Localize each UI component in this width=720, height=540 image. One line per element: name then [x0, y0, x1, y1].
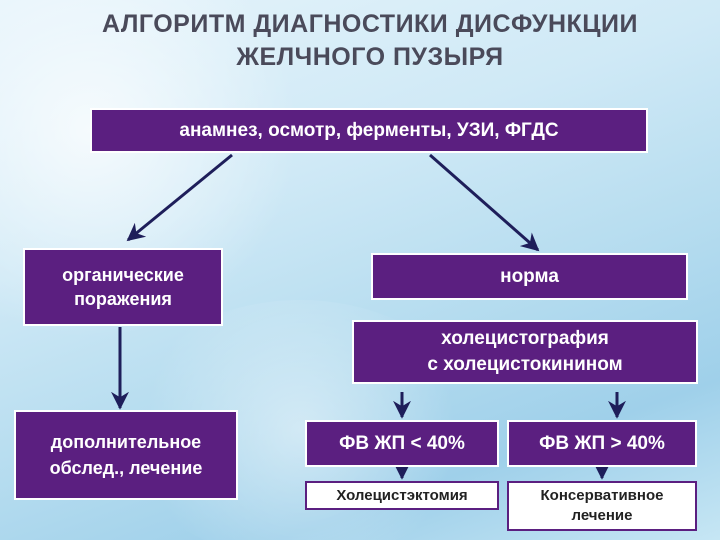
node-cholecystography: холецистография с холецистокинином [352, 320, 698, 384]
node-chole-label-2: с холецистокинином [427, 354, 623, 375]
page-title: АЛГОРИТМ ДИАГНОСТИКИ ДИСФУНКЦИИ ЖЕЛЧНОГО… [40, 8, 700, 74]
node-fv-high: ФВ ЖП > 40% [507, 420, 697, 467]
title-line-1: АЛГОРИТМ ДИАГНОСТИКИ ДИСФУНКЦИИ [101, 10, 638, 38]
node-conservative-treatment: Консервативное лечение [507, 481, 697, 531]
node-fv-low-label: ФВ ЖП < 40% [339, 432, 465, 454]
title-line-2: ЖЕЛЧНОГО ПУЗЫРЯ [236, 43, 504, 71]
node-conservative-label-1: Консервативное [540, 487, 664, 504]
arrow-top-to-organic [126, 153, 233, 242]
node-fv-high-label: ФВ ЖП > 40% [539, 432, 665, 454]
node-cholecystectomy: Холецистэктомия [305, 481, 499, 510]
node-organic-lesions: органические поражения [23, 248, 223, 326]
node-additional-label-2: обслед., лечение [49, 458, 203, 478]
node-conservative-label-2: лечение [571, 507, 633, 524]
node-norm: норма [371, 253, 688, 300]
node-chole-label-1: холецистография [441, 328, 609, 349]
node-cholecystectomy-label: Холецистэктомия [336, 487, 468, 504]
node-history-exam: анамнез, осмотр, ферменты, УЗИ, ФГДС [90, 108, 648, 153]
node-fv-low: ФВ ЖП < 40% [305, 420, 499, 467]
node-organic-label-1: органические [62, 265, 184, 285]
node-history-exam-label: анамнез, осмотр, ферменты, УЗИ, ФГДС [179, 119, 559, 141]
node-norm-label: норма [500, 265, 559, 287]
node-additional-exam: дополнительное обслед., лечение [14, 410, 238, 500]
node-additional-label-1: дополнительное [50, 432, 202, 452]
node-organic-label-2: поражения [74, 289, 172, 309]
arrow-top-to-norm [429, 153, 540, 252]
